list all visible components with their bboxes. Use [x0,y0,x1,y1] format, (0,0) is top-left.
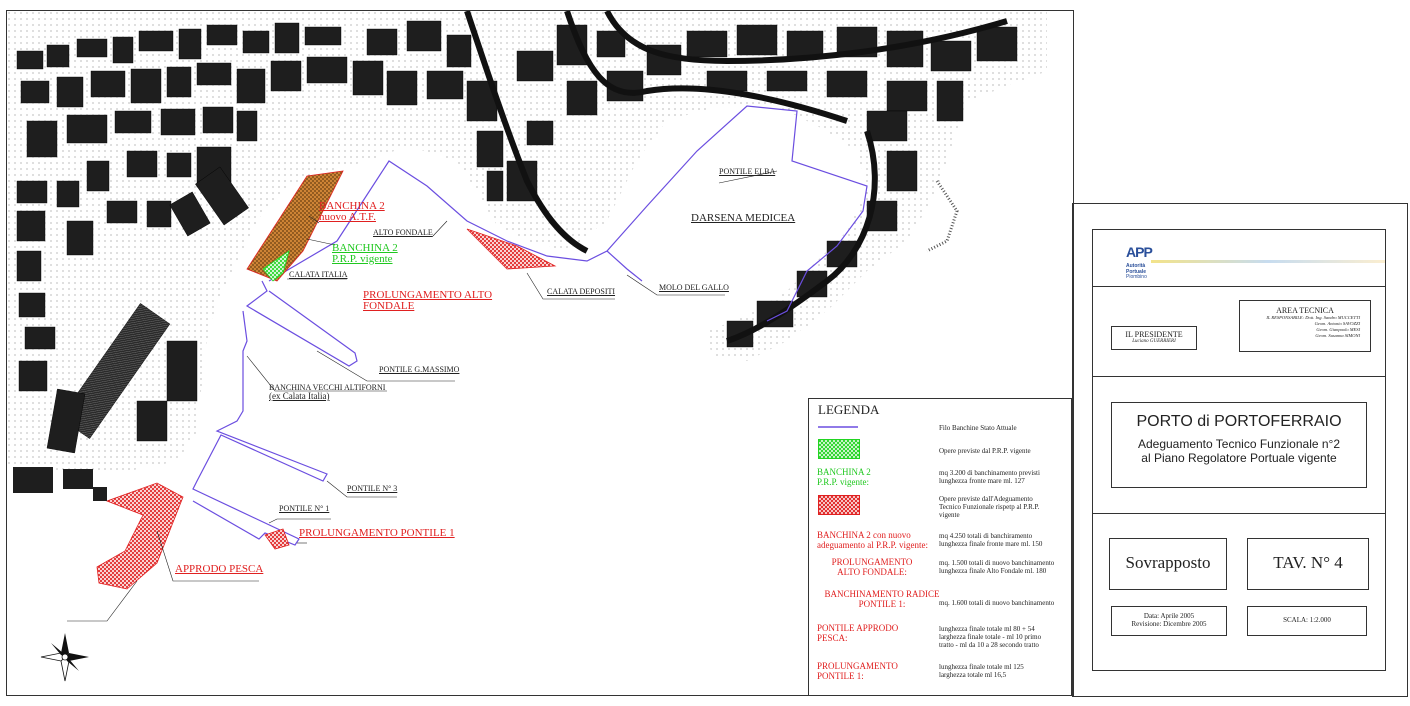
scale-box: SCALA: 1:2.000 [1247,606,1367,636]
date-box: Data: Aprile 2005 Revisione: Dicembre 20… [1111,606,1227,636]
title-block: APP Autorità Portuale Piombino IL PRESID… [1092,229,1386,671]
port-map [7,11,1047,682]
red-hatch-swatch-icon [818,495,860,515]
project-subtitle-2: al Piano Regolatore Portuale vigente [1141,451,1337,465]
label-pontile-elba: PONTILE ELBA [719,167,776,176]
prp-works [262,250,290,282]
map-frame: BANCHINA 2 nuovo A.T.F. BANCHINA 2 P.R.P… [6,10,1074,696]
logo-subtitle: Autorità Portuale Piombino [1126,263,1147,280]
logo-band [1151,260,1385,263]
divider [1093,513,1385,514]
atf-works [96,170,557,590]
label-banchina-vecchi-altiforni: BANCHINA VECCHI ALTIFORNI [269,383,386,392]
label-pontile-n3: PONTILE N° 3 [347,484,398,493]
divider [1093,286,1385,287]
lower-left-buildings [13,467,107,501]
label-approdo-pesca: APPRODO PESCA [175,563,264,575]
label-alto-fondale: ALTO FONDALE [373,228,433,237]
legend-panel: LEGENDA Filo Banchine Stato Attuale Oper… [808,398,1072,696]
town-area [7,11,1047,471]
label-prolungamento-alto-fondale: PROLUNGAMENTO ALTO FONDALE [363,289,493,312]
label-pontile-gmassimo: PONTILE G.MASSIMO [379,365,460,374]
area-tecnica-box: AREA TECNICA IL RESPONSABILE: Dott. Ing.… [1239,300,1371,352]
divider [1093,376,1385,377]
label-banchina2-prp: BANCHINA 2 P.R.P. vigente [332,242,398,265]
label-banchina2-atf: BANCHINA 2 nuovo A.T.F. [319,200,385,223]
coastline-sand [926,180,959,253]
sheet-number-box: TAV. N° 4 [1247,538,1369,590]
compass-rose-icon [40,633,89,682]
app-logo-icon: APP [1126,244,1153,260]
legend-title: LEGENDA [818,402,880,417]
label-pontile-n1: PONTILE N° 1 [279,504,330,513]
presidente-box: IL PRESIDENTE Luciano GUERRIERI [1111,326,1197,350]
label-molo-del-gallo: MOLO DEL GALLO [659,283,729,292]
project-title-box: PORTO di PORTOFERRAIO Adeguamento Tecnic… [1111,402,1367,488]
project-subtitle-1: Adeguamento Tecnico Funzionale n°2 [1137,437,1341,451]
label-ex-calata-italia: (ex Calata Italia) [269,391,330,401]
leader-lines [67,170,778,622]
streets [464,11,1008,344]
label-prolungamento-pontile1: PROLUNGAMENTO PONTILE 1 [299,527,455,539]
label-darsena-medicea: DARSENA MEDICEA [691,212,796,224]
label-calata-italia: CALATA ITALIA [289,270,348,279]
green-hatch-swatch-icon [818,439,860,459]
sheet-name-box: Sovrapposto [1109,538,1227,590]
title-block-frame [1072,203,1408,697]
purple-line-icon [818,426,858,428]
label-calata-depositi: CALATA DEPOSITI [547,287,616,296]
project-title: PORTO di PORTOFERRAIO [1136,413,1342,430]
